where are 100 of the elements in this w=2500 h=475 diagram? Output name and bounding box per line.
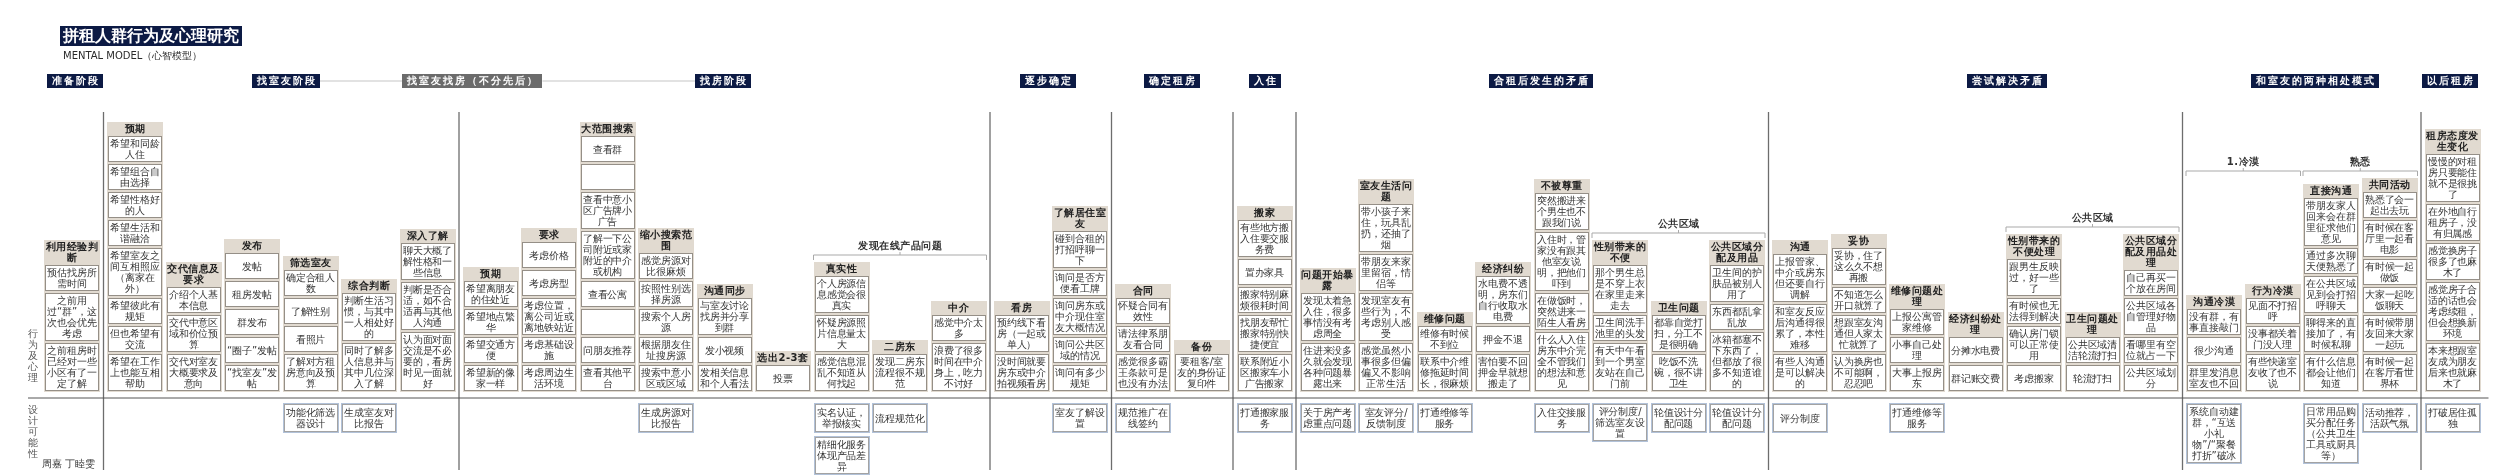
note-card: 交代中意区域和价位预算 (166, 315, 221, 352)
category-panel (1475, 262, 1531, 392)
category-heading: 共同活动 (2368, 179, 2411, 190)
category-panel (1416, 312, 1473, 392)
category-panel (107, 122, 163, 392)
note-card: 带小孩子来住，玩具乱扔，还抽了烟 (1359, 204, 1413, 252)
category-heading: 合同 (1132, 285, 1154, 296)
note-card: 大事上报房东 (1890, 365, 1944, 391)
note-card: 感觉很多霸王条款可是也没有办法 (1116, 354, 1170, 391)
category-heading: 性别带来的不便 (1593, 241, 1647, 263)
note-card: 了解性别 (283, 298, 338, 324)
note-card: 希望组合自由选择 (108, 164, 162, 190)
note-card: 都靠自觉打扫，分工不是很明确 (1651, 315, 1706, 352)
category-heading: 利用经验判断 (45, 241, 99, 263)
note-card: 要租客/室友的身份证复印件 (1174, 354, 1229, 391)
note-card: 了解对方租房意向及预算 (283, 354, 338, 391)
note-card: 同时了解多人信息并与其中几位深入了解 (342, 343, 396, 391)
idea-card: 关于房产考虑重点问题 (1299, 403, 1356, 433)
category-panel (341, 279, 397, 392)
idea-card: 室友评分/反馈制度 (1358, 403, 1414, 433)
category-heading: 发布 (241, 240, 263, 251)
note-card: 有天中午看到一个男室友站在自己门前 (1593, 343, 1647, 391)
note-card: 查看其他平台 (580, 365, 635, 391)
note-card: 有时候也无法得到解决 (2007, 298, 2061, 324)
note-card: 轮流打扫 (2065, 365, 2120, 391)
note-card: 查看中意小区广告牌小广告 (580, 192, 635, 229)
idea-card: 活动推荐，活跃气氛 (2361, 403, 2418, 433)
category-heading: 缩小搜索范围 (639, 229, 693, 251)
category-panel (993, 301, 1050, 392)
note-card: 群记账交费 (1948, 365, 2003, 391)
note-card: 确定合租人数 (283, 270, 338, 296)
note-card: 判断生活习惯，与其中一人相处好的 (342, 293, 396, 341)
note-card: 公共区域各自管理好物品 (2124, 298, 2178, 335)
note-card: 东西都乱拿乱放 (1710, 304, 1764, 330)
category-heading: 沟通同步 (703, 285, 746, 296)
category-panel (1299, 268, 1356, 392)
bracket-label: 熟悉 (2349, 156, 2371, 167)
bracket-label: 公共区域 (1657, 218, 1700, 229)
note-card: 搜索个人房源 (639, 309, 693, 335)
note-card: 发帖 (225, 253, 279, 279)
category-heading: 沟通 (1789, 241, 1811, 252)
category-panel (755, 351, 811, 392)
note-card: 希望室友之间互相照应（离家在外） (108, 248, 162, 296)
title-banner: 拼租人群行为及心理研究 (60, 26, 242, 46)
note-card: 入住时，管家没有跟其他室友说明，把他们吓到 (1534, 232, 1589, 291)
category-panel (521, 228, 577, 392)
category-heading: 综合判断 (348, 280, 390, 291)
note-card: 之前用过“群”，这次也会优先考虑 (45, 293, 99, 341)
note-card: 冰箱都塞不下东西了，但都放了很多不知道谁的 (1710, 332, 1764, 391)
note-card: 根据朋友住址搜房源 (639, 337, 693, 363)
category-heading: 经济纠纷 (1482, 263, 1524, 274)
phase-banner: 准备阶段 (46, 74, 103, 88)
note-card: 发相关信息和个人看法 (697, 365, 752, 391)
note-card: 希望离朋友的住处近 (463, 281, 518, 307)
category-panel (462, 267, 519, 392)
note-card: 公共区域划分 (2124, 365, 2178, 391)
note-card: 询问公共区域的情况 (1053, 337, 1107, 363)
note-card: 有时候一起在客厅看世界杯 (2362, 354, 2417, 391)
note-card: 预估找房所需时间 (45, 265, 99, 291)
note-card: 那个男生总是不穿上衣在家里走来走去 (1593, 265, 1647, 313)
note-card: 通过多次聊天便熟悉了 (2304, 248, 2358, 274)
note-card: 了解一下公司附近或家附近的中介或机构 (580, 231, 635, 279)
category-panel (930, 301, 987, 392)
category-heading: 二房东 (884, 341, 916, 352)
note-card: 希望彼此有规矩 (108, 298, 162, 324)
note-card: 慢慢的对租房只要能住就不是很挑了 (2425, 154, 2480, 202)
idea-card: 入住交接服务 (1533, 403, 1590, 433)
note-card: 搜索中意小区或区域 (639, 365, 693, 391)
note-card: 上报管家、中介或房东但还要自行调解 (1773, 254, 1827, 302)
note-card: 有什么信息都会让他们知道 (2304, 354, 2358, 391)
idea-card: 规范推广在线签约 (1115, 403, 1171, 433)
note-card: 问朋友推荐 (580, 337, 635, 363)
note-card: 个人房源信息感觉会很真实 (814, 276, 869, 313)
phase-banner: 确定租房 (1144, 74, 1201, 88)
author-names: 周嘉 丁睦雯 (42, 458, 96, 470)
note-card: 押金不退 (1476, 326, 1530, 352)
note-card: 联系中介维修拖延时间长，很麻烦 (1417, 354, 1472, 391)
category-panel (1592, 240, 1648, 392)
note-card: 有时候在客厅里一起看电影 (2362, 220, 2417, 257)
note-card: 投票 (756, 365, 810, 391)
note-card: 和室友反应后沟通得很累了，本性难移 (1773, 304, 1827, 352)
note-card: 之前租房时已经对一些小区有了一定了解 (45, 343, 99, 391)
idea-card: 系统自动建群，“互送小礼物”/“聚餐打折”破冰 (2186, 403, 2242, 464)
note-card: 没有群，有事直接敲门 (2187, 309, 2241, 335)
category-panel (696, 284, 753, 392)
category-heading: 直接沟通 (2310, 185, 2352, 196)
category-panel (1772, 240, 1828, 392)
category-panel (2186, 295, 2242, 392)
note-card: 希望和同龄人住 (108, 136, 162, 162)
note-card: 查看公寓 (580, 281, 635, 307)
note-card: 在做饭时，突然进来一陌生人看房 (1534, 293, 1589, 330)
note-card: 妥协，住了这么久不想再搬 (1831, 248, 1886, 285)
note-card: 感觉虽然小事很多但偏偏又不影响正常生活 (1359, 343, 1413, 391)
category-panel (282, 256, 339, 392)
bracket-label: 1.冷漠 (2226, 156, 2260, 167)
note-card: 发小视频 (697, 337, 752, 363)
note-card: 考虑房型 (522, 270, 576, 296)
note-card: 害怕要不回押金早就想搬走了 (1476, 354, 1530, 391)
note-card: 看照片 (283, 326, 338, 352)
note-card: 大家一起吃饭聊天 (2362, 287, 2417, 313)
